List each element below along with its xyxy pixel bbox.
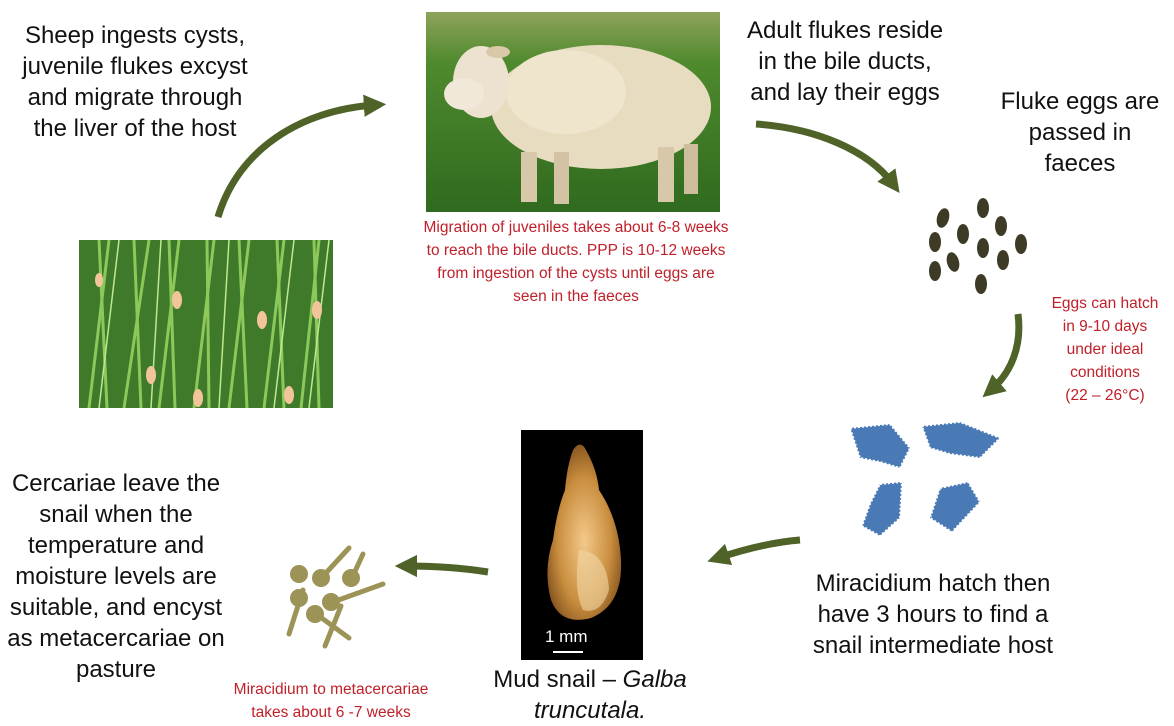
step-ingest: Sheep ingests cysts, juvenile flukes exc… [10,20,260,144]
grass-with-cysts [79,240,333,408]
step-miracidium: Miracidium hatch then have 3 hours to fi… [798,568,1068,661]
step-cercariae-line: moisture levels are [2,561,230,592]
arrow-miracidium-to-snail [718,540,800,558]
step-eggs-line: passed in [990,117,1170,148]
step-cercariae: Cercariae leave the snail when the tempe… [2,468,230,685]
step-ingest-line: juvenile flukes excyst [10,51,260,82]
step-cercariae-line: as metacercariae on [2,623,230,654]
note-metacercariae-line: takes about 6 -7 weeks [196,701,466,724]
step-eggs: Fluke eggs are passed in faeces [990,86,1170,179]
note-migration-line: seen in the faeces [386,285,766,308]
snail-caption-species: truncutala. [534,697,646,724]
step-adult-line: and lay their eggs [730,77,960,108]
step-eggs-line: Fluke eggs are [990,86,1170,117]
snail-caption-line-2: truncutala. [470,695,710,726]
snail-caption-line-1: Mud snail – Galba [470,664,710,695]
egg-cluster [925,196,1033,296]
sheep-photo [426,12,720,212]
arrow-eggs-to-miracidium [991,314,1019,390]
step-miracidium-line: snail intermediate host [798,630,1068,661]
snail-caption: Mud snail – Galba truncutala. [470,664,710,726]
snail-caption-prefix: Mud snail – [493,666,622,693]
snail-caption-genus: Galba [623,666,687,693]
note-hatch-line: Eggs can hatch [1040,292,1170,315]
step-miracidium-line: Miracidium hatch then [798,568,1068,599]
step-cercariae-line: snail when the [2,499,230,530]
step-cercariae-line: temperature and [2,530,230,561]
step-miracidium-line: have 3 hours to find a [798,599,1068,630]
arrow-snail-to-cercariae [406,566,488,572]
step-adult: Adult flukes reside in the bile ducts, a… [730,15,960,108]
note-metacercariae-line: Miracidium to metacercariae [196,678,466,701]
note-hatch-line: in 9-10 days [1040,315,1170,338]
note-hatch-line: under ideal [1040,338,1170,361]
step-adult-line: Adult flukes reside [730,15,960,46]
arrow-sheep-to-eggs [756,124,893,184]
step-ingest-line: and migrate through [10,82,260,113]
cercariae-shapes [285,542,393,652]
step-eggs-line: faeces [990,148,1170,179]
note-migration-line: to reach the bile ducts. PPP is 10-12 we… [386,239,766,262]
scale-label: 1 mm [545,627,588,646]
step-ingest-line: the liver of the host [10,113,260,144]
snail-photo: 1 mm [521,430,643,660]
note-hatch: Eggs can hatch in 9-10 days under ideal … [1040,292,1170,407]
note-migration-line: Migration of juveniles takes about 6-8 w… [386,216,766,239]
step-adult-line: in the bile ducts, [730,46,960,77]
step-cercariae-line: Cercariae leave the [2,468,230,499]
step-ingest-line: Sheep ingests cysts, [10,20,260,51]
note-hatch-line: (22 – 26°C) [1040,384,1170,407]
note-metacercariae: Miracidium to metacercariae takes about … [196,678,466,724]
note-migration: Migration of juveniles takes about 6-8 w… [386,216,766,308]
step-cercariae-line: suitable, and encyst [2,592,230,623]
note-hatch-line: conditions [1040,361,1170,384]
note-migration-line: from ingestion of the cysts until eggs a… [386,262,766,285]
miracidium-shapes [840,418,1020,548]
